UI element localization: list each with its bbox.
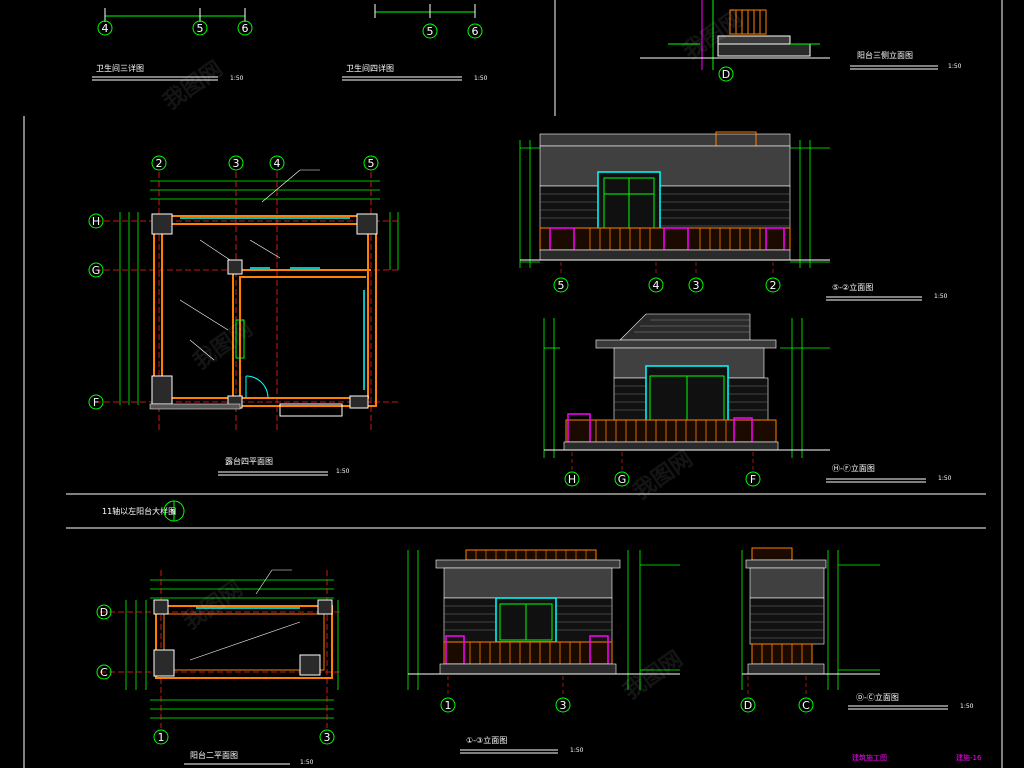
- axis-bubble-H: H: [88, 213, 104, 229]
- svg-text:1:50: 1:50: [300, 759, 314, 766]
- svg-text:5: 5: [197, 22, 204, 35]
- axis-bubble-D2: D: [96, 604, 112, 620]
- svg-text:1: 1: [158, 731, 165, 744]
- axis-bubble-6: 6: [237, 20, 253, 36]
- svg-text:5: 5: [368, 157, 375, 170]
- section-band: 11轴以左阳台大样图 N: [102, 500, 185, 522]
- svg-text:G: G: [618, 473, 627, 486]
- svg-text:4: 4: [274, 157, 281, 170]
- svg-text:4: 4: [102, 22, 109, 35]
- axis-bubble-4d: 4: [648, 277, 664, 293]
- svg-text:C: C: [802, 699, 810, 712]
- svg-text:C: C: [100, 666, 108, 679]
- axis-bubble-2d: 2: [765, 277, 781, 293]
- svg-text:我图网: 我图网: [159, 57, 227, 115]
- title-elev-52: ⑤-②立面图: [832, 282, 873, 292]
- svg-text:1: 1: [445, 699, 452, 712]
- svg-text:1:50: 1:50: [336, 468, 350, 475]
- title-top-right: 阳台三侧立面图: [857, 50, 913, 60]
- axis-bubble-C3: C: [798, 697, 814, 713]
- svg-text:1:50: 1:50: [960, 703, 974, 710]
- axis-bubble-5b: 5: [422, 23, 438, 39]
- elevation-h-f: H G F Ⓗ-Ⓕ立面图 1:50: [543, 313, 952, 487]
- svg-text:1:50: 1:50: [474, 75, 488, 82]
- title-section-band: 11轴以左阳台大样图: [102, 506, 176, 516]
- axis-bubble-2: 2: [151, 155, 167, 171]
- top-right-detail: D 阳台三侧立面图 1:50: [640, 0, 962, 82]
- svg-text:G: G: [92, 264, 101, 277]
- title-top-left: 卫生间三详图: [96, 63, 144, 73]
- sheet-frames: [23, 0, 1003, 768]
- svg-text:D: D: [100, 606, 108, 619]
- svg-text:我图网: 我图网: [189, 317, 257, 375]
- svg-text:1:50: 1:50: [230, 75, 244, 82]
- elevation-1-3: 1 3 ①-③立面图 1:50: [407, 549, 680, 754]
- axis-bubble-3d: 3: [688, 277, 704, 293]
- svg-text:4: 4: [653, 279, 660, 292]
- svg-text:我图网: 我图网: [619, 647, 687, 705]
- title-top-mid: 卫生间四详图: [346, 63, 394, 73]
- svg-text:F: F: [750, 473, 756, 486]
- svg-text:3: 3: [560, 699, 567, 712]
- axis-bubble-1b: 1: [440, 697, 456, 713]
- svg-text:D: D: [722, 68, 730, 81]
- axis-bubble-C2: C: [96, 664, 112, 680]
- svg-text:1:50: 1:50: [938, 475, 952, 482]
- svg-text:3: 3: [324, 731, 331, 744]
- axis-bubble-F2: F: [745, 471, 761, 487]
- title-elev-hf: Ⓗ-Ⓕ立面图: [832, 463, 875, 473]
- axis-bubble-D: D: [718, 66, 734, 82]
- elevation-5-2: 5 4 3 2 ⑤-②立面图 1:50: [519, 131, 948, 301]
- north-arrow: N: [171, 509, 176, 516]
- title-elev-dc: Ⓓ-Ⓒ立面图: [856, 692, 899, 702]
- svg-text:1:50: 1:50: [570, 747, 584, 754]
- footer-right-label: 建施-16: [956, 753, 982, 762]
- svg-text:D: D: [744, 699, 752, 712]
- svg-text:3: 3: [693, 279, 700, 292]
- axis-bubble-1a: 1: [153, 729, 169, 745]
- svg-text:6: 6: [472, 25, 479, 38]
- svg-text:H: H: [92, 215, 100, 228]
- plan-main: 2 3 4 5 H G F 露台四平面图 1:50: [88, 155, 400, 476]
- svg-text:1:50: 1:50: [934, 293, 948, 300]
- svg-text:我图网: 我图网: [629, 447, 697, 505]
- axis-bubble-H2: H: [564, 471, 580, 487]
- top-mid-detail: 5 6 卫生间四详图 1:50: [342, 4, 488, 82]
- axis-bubble-3a: 3: [319, 729, 335, 745]
- plan-small: D C 1 3 阳台二平面图 1:50: [96, 569, 340, 766]
- axis-bubble-5d: 5: [553, 277, 569, 293]
- axis-bubble-G2: G: [614, 471, 630, 487]
- axis-bubble-3: 3: [228, 155, 244, 171]
- svg-text:2: 2: [156, 157, 163, 170]
- title-plan-small: 阳台二平面图: [190, 750, 238, 760]
- svg-text:H: H: [568, 473, 576, 486]
- axis-bubble-4c: 4: [269, 155, 285, 171]
- svg-text:6: 6: [242, 22, 249, 35]
- svg-text:2: 2: [770, 279, 777, 292]
- axis-bubble-G: G: [88, 262, 104, 278]
- axis-bubble-6b: 6: [467, 23, 483, 39]
- svg-text:F: F: [93, 396, 99, 409]
- title-plan-main: 露台四平面图: [225, 456, 273, 466]
- svg-text:5: 5: [558, 279, 565, 292]
- axis-bubble-3b: 3: [555, 697, 571, 713]
- elevation-d-c: D C Ⓓ-Ⓒ立面图 1:50: [740, 547, 974, 713]
- svg-text:5: 5: [427, 25, 434, 38]
- top-left-detail: 4 5 6 卫生间三详图 1:50: [92, 8, 253, 82]
- axis-bubble-5: 5: [192, 20, 208, 36]
- axis-bubble-5c: 5: [363, 155, 379, 171]
- axis-bubble-D3: D: [740, 697, 756, 713]
- axis-bubble-4: 4: [97, 20, 113, 36]
- svg-text:3: 3: [233, 157, 240, 170]
- axis-bubble-F: F: [88, 394, 104, 410]
- title-elev-13: ①-③立面图: [466, 735, 507, 745]
- footer-left-label: 建筑施工图: [852, 753, 887, 762]
- svg-text:1:50: 1:50: [948, 63, 962, 70]
